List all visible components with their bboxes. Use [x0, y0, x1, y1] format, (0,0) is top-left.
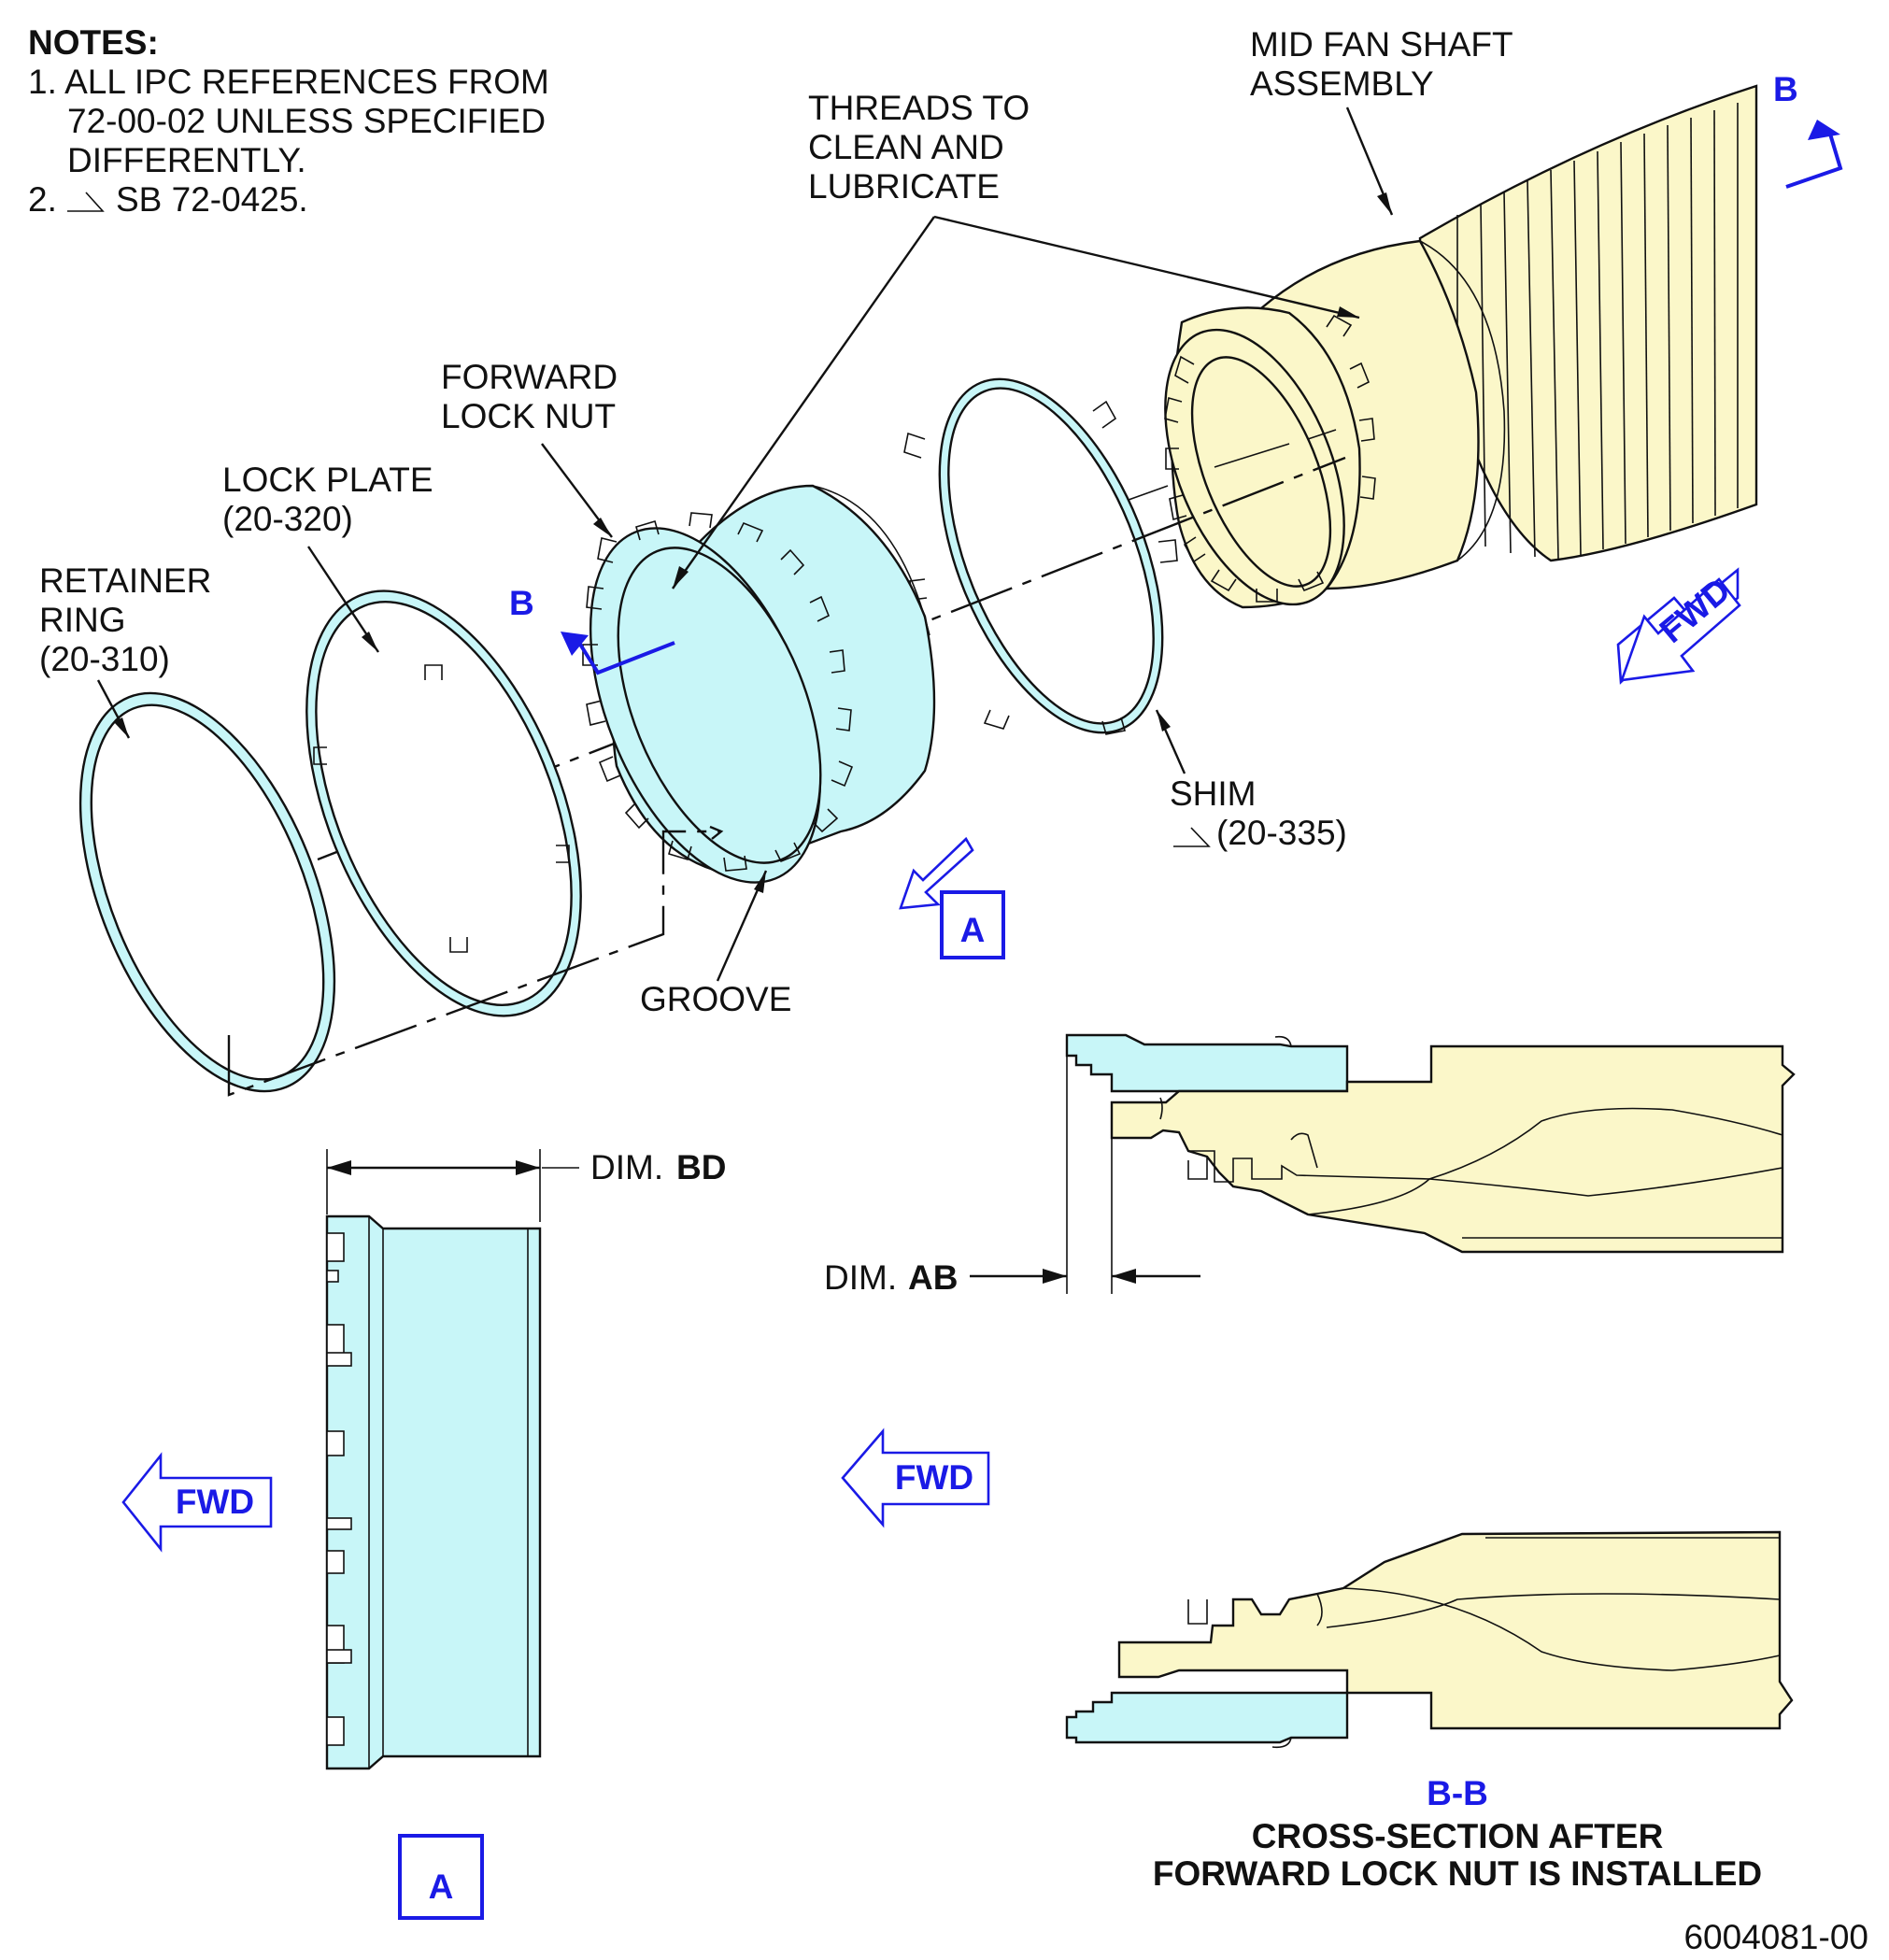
- svg-text:FWD: FWD: [895, 1458, 973, 1497]
- svg-text:GROOVE: GROOVE: [640, 980, 791, 1018]
- leader-arrow-icon: [114, 717, 129, 738]
- svg-text:(20-320): (20-320): [222, 500, 353, 538]
- view-a-leader-tip: [709, 825, 724, 840]
- view-a-label: A: [398, 1834, 484, 1920]
- fwd-arrow-top: FWD: [1616, 567, 1741, 685]
- dim-arrow-icon: [1043, 1269, 1067, 1284]
- note-1-cont2: DIFFERENTLY.: [67, 141, 306, 179]
- mid-fan-shaft-assembly: [1101, 84, 1758, 609]
- svg-text:DIM.: DIM.: [590, 1148, 663, 1186]
- note-2-text: SB 72-0425.: [116, 180, 308, 219]
- lock-nut-castellations: [582, 512, 854, 872]
- retainer-ring-label: RETAINER RING (20-310): [39, 561, 211, 739]
- svg-text:LOCK NUT: LOCK NUT: [441, 397, 616, 435]
- svg-text:MID FAN SHAFT: MID FAN SHAFT: [1250, 25, 1513, 64]
- forward-lock-nut-label: FORWARD LOCK NUT: [441, 358, 618, 538]
- note-1: 1. ALL IPC REFERENCES FROM: [28, 63, 549, 101]
- svg-text:RING: RING: [39, 601, 126, 639]
- svg-text:CLEAN AND: CLEAN AND: [808, 128, 1004, 166]
- shim-ring: [903, 377, 1178, 735]
- leader-arrow-icon: [1157, 710, 1171, 731]
- svg-text:AB: AB: [908, 1258, 958, 1297]
- svg-text:B-B: B-B: [1427, 1774, 1488, 1812]
- section-b-marker-right: B: [1773, 70, 1843, 189]
- section-b-marker-left: B: [509, 584, 675, 675]
- view-a-leader: [227, 830, 721, 1097]
- lock-plate-label: LOCK PLATE (20-320): [222, 461, 433, 653]
- retainer-ring: [78, 691, 336, 1093]
- svg-text:BD: BD: [676, 1148, 726, 1186]
- fwd-arrow-left: FWD: [121, 1452, 273, 1553]
- svg-text:(20-310): (20-310): [39, 640, 170, 678]
- castellation-teeth: [1164, 314, 1376, 603]
- shim-label: SHIM (20-335): [1155, 709, 1347, 852]
- svg-text:SHIM: SHIM: [1170, 774, 1257, 813]
- leader-arrow-icon: [593, 518, 612, 537]
- threads-label: THREADS TO CLEAN AND LUBRICATE: [672, 89, 1360, 589]
- mid-fan-shaft-label: MID FAN SHAFT ASSEMBLY: [1250, 25, 1513, 216]
- note-2: 2.: [28, 180, 57, 219]
- svg-text:B: B: [509, 584, 534, 622]
- figure-id: 6004081-00: [1683, 1918, 1868, 1956]
- svg-text:LUBRICATE: LUBRICATE: [808, 167, 1000, 206]
- service-bulletin-flag-icon: [67, 192, 105, 212]
- view-a-arrow-icon: [899, 836, 974, 910]
- svg-text:ASSEMBLY: ASSEMBLY: [1250, 64, 1434, 103]
- svg-text:THREADS TO: THREADS TO: [808, 89, 1030, 127]
- svg-text:LOCK PLATE: LOCK PLATE: [222, 461, 433, 499]
- svg-text:A: A: [429, 1868, 454, 1906]
- svg-text:DIM.: DIM.: [824, 1258, 897, 1297]
- note-1-cont: 72-00-02 UNLESS SPECIFIED: [67, 102, 546, 140]
- svg-text:B: B: [1773, 70, 1798, 108]
- svg-text:FWD: FWD: [176, 1483, 254, 1521]
- svg-text:(20-335): (20-335): [1216, 814, 1347, 852]
- dim-arrow-icon: [327, 1160, 351, 1175]
- groove-label: GROOVE: [640, 870, 791, 1018]
- notes-heading: NOTES:: [28, 23, 159, 62]
- section-lower: [1065, 1530, 1794, 1749]
- leader-arrow-icon: [1337, 306, 1359, 318]
- dim-arrow-icon: [1112, 1269, 1136, 1284]
- fwd-arrow-center: FWD: [841, 1427, 990, 1528]
- leader-arrow-icon: [754, 871, 766, 893]
- lock-plate: [305, 589, 582, 1017]
- svg-text:A: A: [960, 911, 986, 949]
- section-arrow-icon: [561, 632, 589, 656]
- service-bulletin-flag-icon: [1173, 827, 1211, 847]
- leader-arrow-icon: [673, 566, 689, 589]
- dim-ab: DIM. AB: [824, 1035, 1200, 1297]
- svg-text:RETAINER: RETAINER: [39, 561, 211, 600]
- view-a-callout: A: [940, 890, 1005, 959]
- section-upper: [1065, 1033, 1796, 1254]
- svg-text:FORWARD LOCK NUT IS INSTALLED: FORWARD LOCK NUT IS INSTALLED: [1153, 1854, 1762, 1893]
- lock-nut-side-view: [325, 1214, 542, 1770]
- svg-text:CROSS-SECTION AFTER: CROSS-SECTION AFTER: [1252, 1817, 1664, 1855]
- section-arrow-icon: [1808, 120, 1840, 140]
- leader-arrow-icon: [1377, 192, 1392, 215]
- assembly-centerline: [317, 456, 1346, 861]
- dim-bd: DIM. BD: [326, 1148, 726, 1222]
- notes-block: NOTES: 1. ALL IPC REFERENCES FROM 72-00-…: [28, 23, 549, 219]
- forward-lock-nut: [582, 484, 936, 884]
- leader-arrow-icon: [362, 632, 378, 652]
- svg-text:FORWARD: FORWARD: [441, 358, 618, 396]
- spline-lines: [1456, 103, 1739, 560]
- dim-arrow-icon: [516, 1160, 540, 1175]
- section-b-b-title: B-B CROSS-SECTION AFTER FORWARD LOCK NUT…: [1153, 1774, 1762, 1893]
